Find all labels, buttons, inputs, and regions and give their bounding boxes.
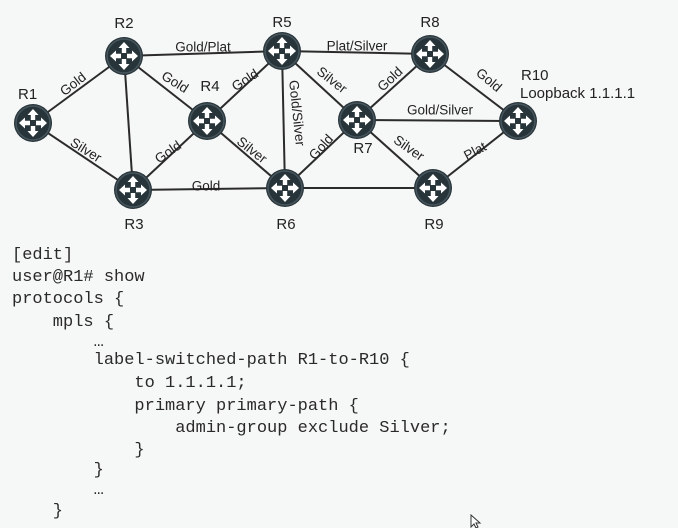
node-label-r2: R2 bbox=[114, 15, 133, 32]
link-label-r2-r5: Gold/Plat bbox=[175, 40, 231, 55]
router-r2-icon bbox=[105, 37, 143, 75]
link-label-r6-r7: Gold bbox=[306, 131, 336, 162]
code-line-8: primary primary-path { bbox=[12, 397, 359, 416]
router-r1-icon bbox=[14, 104, 52, 142]
code-line-1: [edit] bbox=[12, 246, 74, 265]
node-label-r4: R4 bbox=[200, 78, 219, 95]
mouse-pointer-icon bbox=[470, 514, 482, 528]
links-layer bbox=[32, 50, 519, 191]
code-line-4: mpls { bbox=[12, 313, 115, 332]
network-topology-diagram: GoldSilverGold/PlatGoldGoldGoldGoldSilve… bbox=[14, 14, 635, 232]
router-r9-icon bbox=[414, 169, 452, 207]
link-label-r1-r3: Silver bbox=[68, 135, 105, 166]
link-label-r3-r6: Gold bbox=[192, 179, 221, 194]
link-r3-r6 bbox=[132, 187, 286, 191]
code-line-7: to 1.1.1.1; bbox=[12, 374, 247, 393]
router-r6-icon bbox=[266, 169, 304, 207]
link-label-r5-r6: Gold/Silver bbox=[286, 79, 308, 147]
router-r8-icon bbox=[411, 35, 449, 73]
link-r2-r3 bbox=[123, 55, 134, 191]
link-label-r7-r9: Silver bbox=[391, 132, 428, 164]
code-line-11: } bbox=[12, 461, 104, 480]
router-r5-icon bbox=[263, 32, 301, 70]
code-line-13: } bbox=[12, 502, 64, 521]
node-label-r8: R8 bbox=[420, 14, 439, 31]
link-label-r4-r5: Gold bbox=[229, 66, 261, 94]
link-label-r3-r4: Gold bbox=[152, 138, 184, 167]
link-r2-r5 bbox=[123, 50, 283, 57]
router-r7-icon bbox=[338, 101, 376, 139]
code-line-9: admin-group exclude Silver; bbox=[12, 419, 451, 438]
link-label-r9-r10: Plat bbox=[461, 139, 489, 163]
router-r10-icon bbox=[499, 102, 537, 140]
code-line-12: … bbox=[12, 481, 104, 500]
link-label-r5-r7: Silver bbox=[314, 64, 350, 97]
router-r4-icon bbox=[188, 102, 226, 140]
link-r7-r10 bbox=[356, 119, 519, 122]
node-label-r9: R9 bbox=[424, 216, 443, 232]
node-sublabel-r10: Loopback 1.1.1.1 bbox=[520, 85, 635, 102]
code-line-6: label-switched-path R1-to-R10 { bbox=[12, 351, 410, 370]
node-label-r5: R5 bbox=[272, 14, 291, 31]
link-label-r2-r4: Gold bbox=[159, 68, 191, 96]
node-label-r6: R6 bbox=[276, 216, 295, 232]
link-r5-r8 bbox=[281, 50, 431, 55]
link-label-r5-r8: Plat/Silver bbox=[327, 39, 388, 54]
link-r1-r3 bbox=[32, 122, 134, 191]
node-label-r7: R7 bbox=[353, 140, 372, 157]
link-r5-r6 bbox=[281, 50, 286, 189]
node-label-r10: R10 bbox=[521, 67, 549, 84]
node-label-r1: R1 bbox=[18, 86, 37, 103]
nodes-layer bbox=[14, 32, 537, 209]
link-label-r7-r10: Gold/Silver bbox=[407, 103, 474, 118]
router-r3-icon bbox=[114, 171, 152, 209]
code-line-3: protocols { bbox=[12, 290, 125, 309]
code-line-2: user@R1# show bbox=[12, 268, 145, 287]
code-line-5: … bbox=[12, 333, 104, 352]
code-line-10: } bbox=[12, 441, 145, 460]
node-label-r3: R3 bbox=[124, 216, 143, 232]
